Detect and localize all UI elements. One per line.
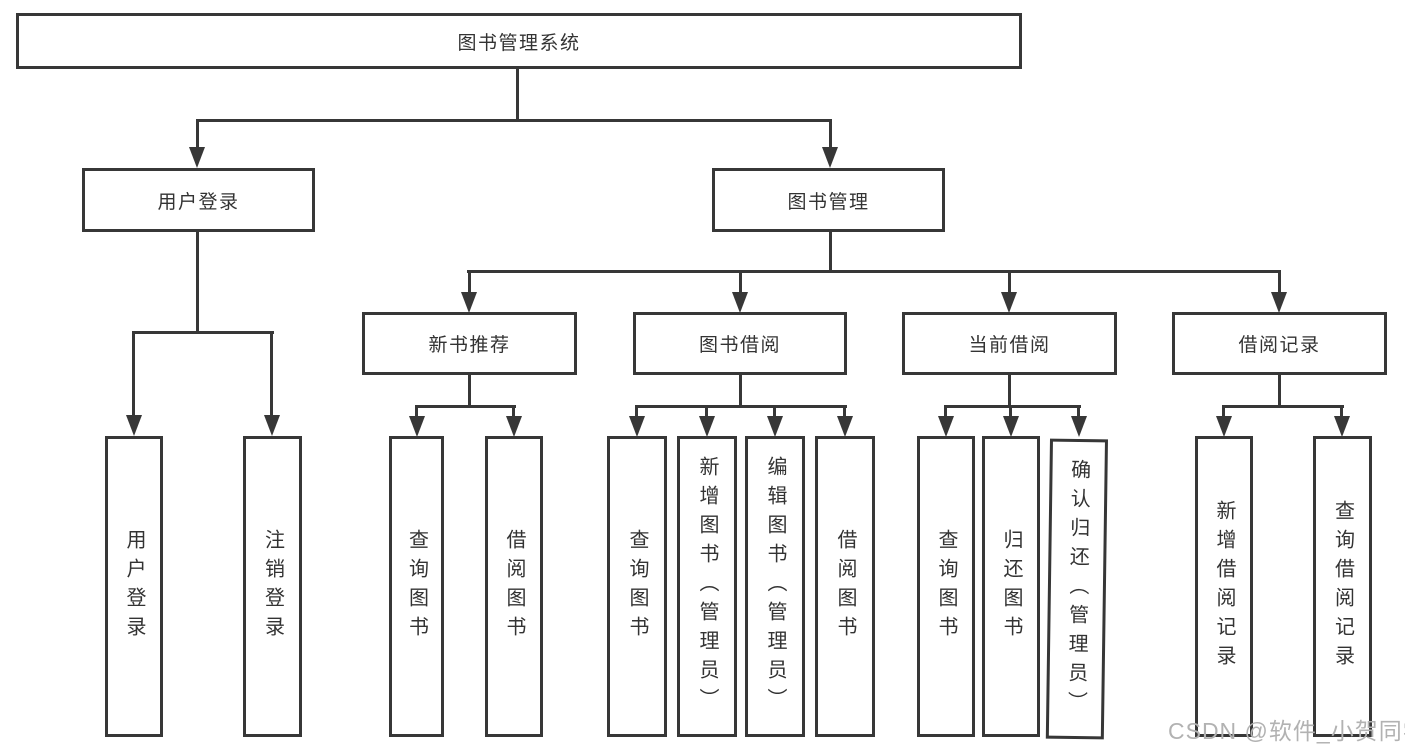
leaf-current-confirm-return-label: 确认归还（管理员） xyxy=(1064,458,1090,720)
recommend-bus-line xyxy=(415,405,516,408)
current-bus-line xyxy=(944,405,1081,408)
leaf-user-login: 用户登录 xyxy=(105,436,163,737)
arrow-line-borrowing-borrow xyxy=(843,405,846,418)
arrow-head-current-confirm xyxy=(1071,416,1087,437)
leaf-borrowing-borrow-books: 借阅图书 xyxy=(815,436,875,737)
node-book-borrowing-label: 图书借阅 xyxy=(698,335,781,356)
leaf-borrowing-add-books: 新增图书（管理员） xyxy=(677,436,737,737)
level3-bus-line xyxy=(467,270,1281,273)
arrow-line-current-confirm xyxy=(1077,405,1080,418)
arrow-head-current-borrowing xyxy=(1001,292,1017,313)
leaf-records-query-record: 查询借阅记录 xyxy=(1313,436,1372,737)
arrow-head-book-management xyxy=(822,147,838,168)
current-borrowing-stem-line xyxy=(1008,375,1011,408)
arrow-line-book-management xyxy=(829,119,832,149)
leaf-recommend-query-books-label: 查询图书 xyxy=(405,528,428,645)
node-current-borrowing-label: 当前借阅 xyxy=(968,335,1051,356)
leaf-recommend-query-books: 查询图书 xyxy=(389,436,444,737)
borrowing-records-stem-line xyxy=(1278,375,1281,408)
user-login-stem-line xyxy=(196,232,199,334)
leaf-borrowing-edit-books-label: 编辑图书（管理员） xyxy=(764,456,786,717)
root-stem-line xyxy=(516,68,519,121)
arrow-head-borrowing-add xyxy=(699,416,715,437)
arrow-head-recommend-borrow xyxy=(506,416,522,437)
leaf-logout-label: 注销登录 xyxy=(261,528,284,645)
new-book-recommend-stem-line xyxy=(468,375,471,408)
leaf-user-login-label: 用户登录 xyxy=(123,528,145,645)
book-borrowing-stem-line xyxy=(739,375,742,408)
csdn-watermark: CSDN @软件_小贺同学 xyxy=(1168,718,1405,744)
arrow-line-leaf-logout xyxy=(270,331,273,417)
arrow-head-borrowing-borrow xyxy=(837,416,853,437)
borrowing-bus-line xyxy=(635,405,847,408)
arrow-head-book-borrowing xyxy=(732,292,748,313)
arrow-line-borrowing-records xyxy=(1278,270,1281,294)
arrow-head-borrowing-edit xyxy=(767,416,783,437)
book-management-stem-line xyxy=(829,232,832,273)
user-login-bus-line xyxy=(132,331,274,334)
node-book-management: 图书管理 xyxy=(712,168,945,232)
arrow-line-leaf-user-login xyxy=(132,331,135,417)
leaf-current-confirm-return: 确认归还（管理员） xyxy=(1045,438,1108,740)
arrow-head-user-login xyxy=(189,147,205,168)
leaf-borrowing-add-books-label: 新增图书（管理员） xyxy=(696,456,718,717)
leaf-records-query-record-label: 查询借阅记录 xyxy=(1331,499,1354,674)
node-new-book-recommend: 新书推荐 xyxy=(362,312,577,375)
arrow-head-leaf-user-login xyxy=(126,415,142,436)
leaf-records-add-record: 新增借阅记录 xyxy=(1195,436,1253,737)
arrow-line-book-borrowing xyxy=(739,270,742,294)
leaf-recommend-borrow-books: 借阅图书 xyxy=(485,436,543,737)
arrow-line-current-return xyxy=(1009,405,1012,418)
arrow-line-borrowing-edit xyxy=(773,405,776,418)
arrow-line-new-book-recommend xyxy=(468,270,471,294)
node-root: 图书管理系统 xyxy=(16,13,1022,69)
arrow-head-new-book-recommend xyxy=(461,292,477,313)
node-root-label: 图书管理系统 xyxy=(457,32,581,54)
arrow-head-recommend-query xyxy=(409,416,425,437)
leaf-current-return-books: 归还图书 xyxy=(982,436,1040,737)
arrow-line-recommend-borrow xyxy=(512,405,515,418)
node-user-login-label: 用户登录 xyxy=(157,191,240,213)
leaf-borrowing-query-books: 查询图书 xyxy=(607,436,667,737)
leaf-current-return-books-label: 归还图书 xyxy=(1000,528,1022,645)
arrow-line-current-query xyxy=(944,405,947,418)
leaf-borrowing-borrow-books-label: 借阅图书 xyxy=(834,528,856,645)
arrow-head-current-return xyxy=(1003,416,1019,437)
arrow-head-records-add xyxy=(1216,416,1232,437)
node-borrowing-records-label: 借阅记录 xyxy=(1238,335,1321,356)
leaf-logout: 注销登录 xyxy=(243,436,302,737)
level2-bus-line xyxy=(196,119,832,122)
leaf-records-add-record-label: 新增借阅记录 xyxy=(1213,499,1235,674)
arrow-head-borrowing-query xyxy=(629,416,645,437)
node-borrowing-records: 借阅记录 xyxy=(1172,312,1387,375)
leaf-recommend-borrow-books-label: 借阅图书 xyxy=(503,528,525,645)
arrow-head-records-query xyxy=(1334,416,1350,437)
arrow-line-recommend-query xyxy=(415,405,418,418)
arrow-head-borrowing-records xyxy=(1271,292,1287,313)
node-user-login: 用户登录 xyxy=(82,168,315,232)
arrow-line-user-login xyxy=(196,119,199,149)
leaf-current-query-books: 查询图书 xyxy=(917,436,975,737)
arrow-line-borrowing-add xyxy=(705,405,708,418)
arrow-head-leaf-logout xyxy=(264,415,280,436)
arrow-line-current-borrowing xyxy=(1008,270,1011,294)
arrow-head-current-query xyxy=(938,416,954,437)
node-current-borrowing: 当前借阅 xyxy=(902,312,1117,375)
leaf-current-query-books-label: 查询图书 xyxy=(935,528,957,645)
leaf-borrowing-query-books-label: 查询图书 xyxy=(626,528,648,645)
node-book-management-label: 图书管理 xyxy=(787,191,870,213)
arrow-line-records-query xyxy=(1340,405,1343,418)
arrow-line-records-add xyxy=(1222,405,1225,418)
node-new-book-recommend-label: 新书推荐 xyxy=(428,335,511,356)
node-book-borrowing: 图书借阅 xyxy=(633,312,847,375)
records-bus-line xyxy=(1222,405,1344,408)
arrow-line-borrowing-query xyxy=(635,405,638,418)
leaf-borrowing-edit-books: 编辑图书（管理员） xyxy=(745,436,805,737)
